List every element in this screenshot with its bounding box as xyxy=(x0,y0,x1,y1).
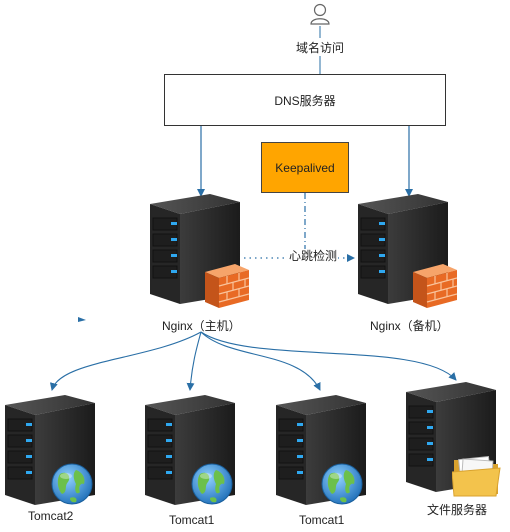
keepalived-box[interactable]: Keepalived xyxy=(261,142,349,193)
nginx-master-label: Nginx（主机） xyxy=(162,319,241,333)
heartbeat-label: 心跳检测 xyxy=(288,249,339,263)
keepalived-label: Keepalived xyxy=(275,160,335,175)
tomcat-globe-1-icon xyxy=(51,463,93,505)
tomcat-label-1: Tomcat2 xyxy=(28,509,74,523)
tomcat-label-2: Tomcat1 xyxy=(169,513,215,527)
dns-server-label: DNS服务器 xyxy=(274,93,336,108)
nginx-to-backends-arrows xyxy=(49,331,457,391)
nginx-backup-firewall-icon xyxy=(413,264,457,308)
user-access-label: 域名访问 xyxy=(296,41,345,55)
nginx-master-firewall-icon xyxy=(205,264,249,308)
tomcat-globe-2-icon xyxy=(191,463,233,505)
dns-server-box[interactable]: DNS服务器 xyxy=(164,74,446,126)
nginx-backup-label: Nginx（备机） xyxy=(370,319,449,333)
stray-arrow-icon xyxy=(78,317,86,322)
tomcat-label-3: Tomcat1 xyxy=(299,513,345,527)
file-server-label: 文件服务器 xyxy=(427,503,488,517)
user-icon xyxy=(310,3,330,25)
folder-icon xyxy=(452,456,501,497)
tomcat-globe-3-icon xyxy=(321,463,363,505)
